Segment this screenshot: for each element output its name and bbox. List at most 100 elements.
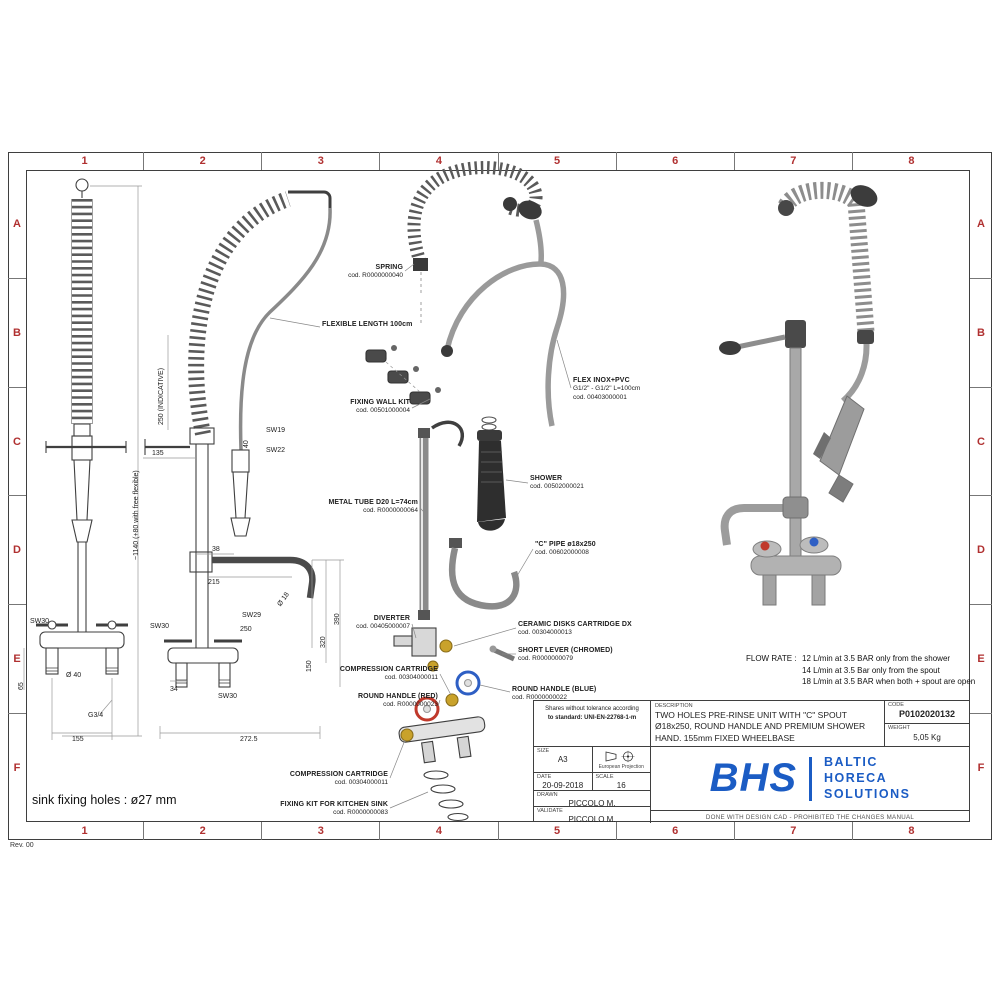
dim-sw30-bottom: SW30 <box>218 693 238 700</box>
front-view-drawing <box>36 178 128 675</box>
dim-sw19: SW19 <box>266 427 286 434</box>
callout-flexible-length: FLEXIBLE LENGTH 100cm <box>322 321 413 328</box>
dim-150: 150 <box>306 660 313 672</box>
grid-row-label: E <box>8 605 26 715</box>
bhs-logo-word: SOLUTIONS <box>824 786 911 801</box>
validate-value: PICCOLO M. <box>568 815 616 825</box>
dim-38: 38 <box>212 546 220 553</box>
dim-g34: G3/4 <box>88 712 104 719</box>
drawn-value: PICCOLO M. <box>568 799 616 809</box>
grid-column-label: 5 <box>499 822 617 840</box>
grid-column-label: 6 <box>617 152 735 170</box>
grid-column-label: 4 <box>380 822 499 840</box>
front-view-dimension-lines <box>23 185 142 740</box>
scale-value: 16 <box>616 781 626 791</box>
validate-cell: VALIDATE PICCOLO M. <box>534 807 650 825</box>
flow-rate-note: FLOW RATE : 12 L/min at 3.5 BAR only from… <box>746 653 975 688</box>
grid-row-label: F <box>13 762 21 775</box>
bhs-logo-word: HORECA <box>824 771 888 786</box>
dim-215: 215 <box>208 579 220 586</box>
grid-row-label: B <box>8 279 26 388</box>
flow-rate-line: 14 L/min at 3.5 Bar only from the spout <box>802 665 940 675</box>
grid-row-label: E <box>970 605 992 715</box>
weight-cell: WEIGHT 5,05 Kg <box>885 724 969 746</box>
dim-250-indicative: 250 (INDICATIVE) <box>158 367 165 425</box>
description-cell: DESCRIPTION TWO HOLES PRE-RINSE UNIT WIT… <box>651 701 885 747</box>
tolerance-note: Shares without tolerance according to st… <box>534 701 651 747</box>
dim-320: 320 <box>320 636 327 648</box>
description-text: TWO HOLES PRE-RINSE UNIT WITH "C" SPOUT … <box>655 710 866 743</box>
callout-flex-inox: FLEX INOX+PVC G1/2" - G1/2" L=100cm cod.… <box>573 377 641 401</box>
grid-row-label: C <box>970 388 992 497</box>
dim-overall-height: ~1140 (+80 with free flexible) <box>133 470 140 560</box>
callout-metal-tube: METAL TUBE D20 L=74cm cod. R0000000064 <box>328 499 418 515</box>
grid-column-label: 3 <box>262 152 381 170</box>
exploded-view-drawing <box>365 161 567 822</box>
projection-label: European Projection <box>598 763 644 770</box>
dim-272-5: 272.5 <box>240 736 258 743</box>
grid-column-label: 3 <box>262 822 381 840</box>
sink-fixing-note: sink fixing holes : ø27 mm <box>32 793 177 807</box>
grid-column-label: 7 <box>735 152 853 170</box>
dim-135: 135 <box>152 450 164 457</box>
render-3d-view <box>719 181 878 606</box>
flow-rate-line: 18 L/min at 3.5 BAR when both + spout ar… <box>802 677 976 687</box>
size-value: A3 <box>557 755 568 765</box>
callout-fixing-kit: FIXING KIT FOR KITCHEN SINK cod. R000000… <box>280 801 388 817</box>
grid-row-label: D <box>8 496 26 606</box>
flow-rate-label: FLOW RATE : <box>746 654 797 663</box>
dim-sw30-front: SW30 <box>30 618 50 625</box>
callout-compression-cartridge-1: COMPRESSION CARTRIDGE cod. 00304000011 <box>339 666 438 682</box>
side-view-drawing <box>144 190 332 688</box>
callout-round-handle-blue: ROUND HANDLE (BLUE) cod. R0000000022 <box>512 686 597 702</box>
callout-fixing-wall-kit: FIXING WALL KIT cod. 00501000004 <box>350 399 410 415</box>
inner-frame-border <box>26 170 970 822</box>
callout-round-handle-red: ROUND HANDLE (RED) cod. R0000000023 <box>358 693 438 709</box>
grid-column-label: 7 <box>735 822 853 840</box>
code-cell: CODE P0102020132 <box>885 701 969 725</box>
grid-row-label: A <box>970 170 992 279</box>
grid-column-label: 6 <box>617 822 735 840</box>
size-cell: SIZE A3 <box>534 747 592 772</box>
grid-row-label: A <box>8 170 26 279</box>
grid-row-label: D <box>970 496 992 606</box>
callout-diverter: DIVERTER cod. 00405000007 <box>356 615 410 631</box>
bhs-logo-divider <box>809 756 813 801</box>
side-view-dimension-lines <box>143 335 344 739</box>
european-projection-icon <box>605 750 635 763</box>
bhs-logo-word: BALTIC <box>824 755 878 770</box>
grid-row-label: C <box>8 388 26 497</box>
grid-column-label: 5 <box>499 152 617 170</box>
dim-dia-40: Ø 40 <box>66 672 82 679</box>
callout-ceramic-cartridge: CERAMIC DISKS CARTRIDGE DX cod. 00304000… <box>518 621 632 637</box>
title-block: Shares without tolerance according to st… <box>533 700 970 825</box>
part-code: P0102020132 <box>898 709 956 719</box>
grid-row-label: F <box>977 762 985 775</box>
date-cell: DATE 20-09-2018 <box>534 773 592 790</box>
scale-cell: SCALE 16 <box>591 773 651 791</box>
callout-c-pipe: "C" PIPE ø18x250 cod. 00602000008 <box>535 541 596 557</box>
dim-sw22: SW22 <box>266 447 286 454</box>
grid-column-label: 2 <box>144 152 263 170</box>
dim-65: 65 <box>18 682 25 690</box>
dim-sw29: SW29 <box>242 612 262 619</box>
grid-column-label: 1 <box>26 152 145 170</box>
dim-34: 34 <box>170 686 178 693</box>
dim-40: 40 <box>243 440 250 448</box>
projection-cell: European Projection <box>591 747 651 773</box>
weight-value: 5,05 Kg <box>913 733 941 743</box>
dim-sw30-top: SW30 <box>150 623 170 630</box>
title-block-footer: DONE WITH DESIGN CAD - PROHIBITED THE CH… <box>651 810 969 823</box>
grid-column-label: 8 <box>908 155 915 167</box>
flow-rate-line: 12 L/min at 3.5 BAR only from the shower <box>802 654 951 663</box>
drawn-cell: DRAWN PICCOLO M. <box>534 791 650 809</box>
dim-155: 155 <box>72 736 84 743</box>
grid-row-label: B <box>970 279 992 388</box>
date-value: 20-09-2018 <box>542 781 584 791</box>
callout-leader-lines <box>269 263 572 809</box>
dim-250: 250 <box>240 626 252 633</box>
